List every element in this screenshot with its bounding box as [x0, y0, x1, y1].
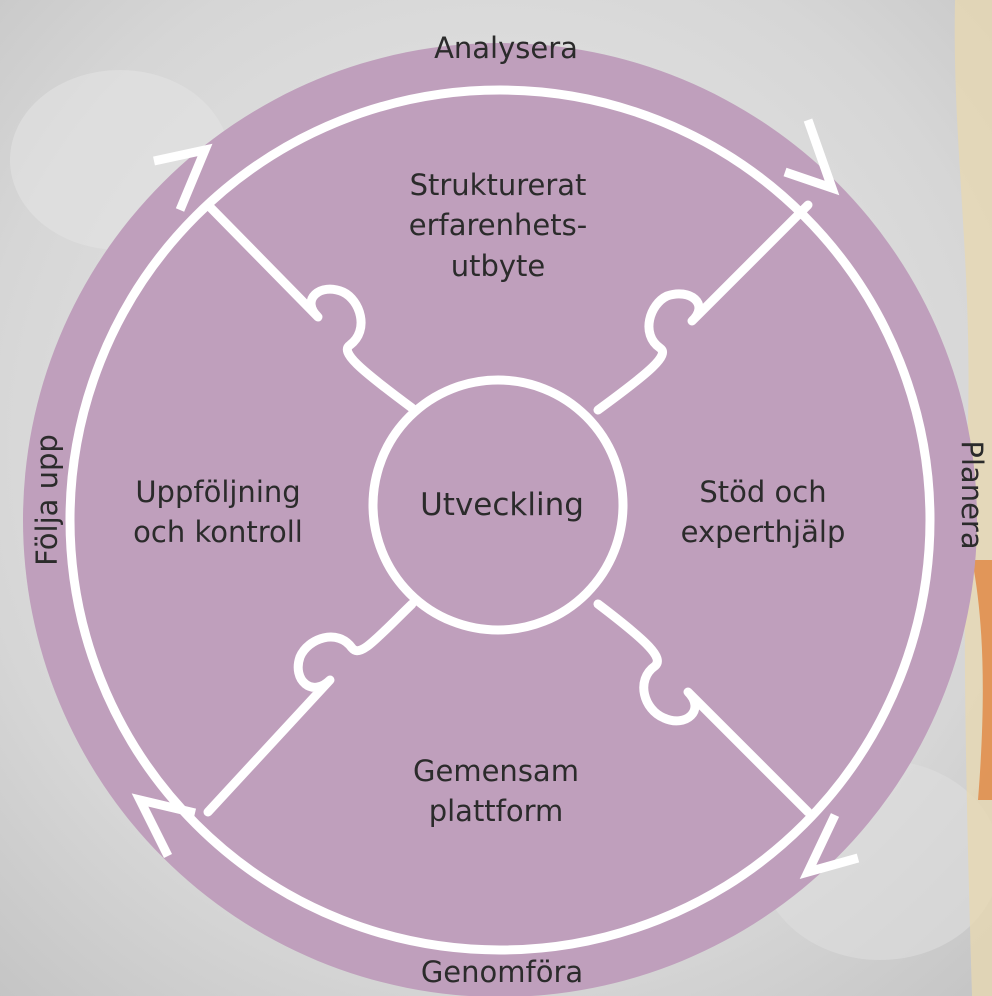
piece-top-line-1: Strukturerat	[410, 168, 587, 202]
piece-top: Strukturerat erfarenhets- utbyte	[409, 168, 587, 283]
divider-bottom-right	[593, 599, 813, 817]
piece-top-line-2: erfarenhets-	[409, 208, 587, 242]
piece-top-line-3: utbyte	[451, 249, 546, 283]
cycle-label-right: Planera	[955, 440, 989, 549]
arrow-bottom-right	[799, 813, 860, 879]
cycle-label-left: Följa upp	[30, 434, 64, 566]
piece-right-line-1: Stöd och	[699, 475, 826, 509]
puzzle-dividers	[203, 200, 813, 817]
divider-bottom-left	[203, 599, 417, 817]
center-label: Utveckling	[420, 487, 584, 523]
piece-left-line-2: och kontroll	[133, 515, 303, 549]
divider-top-left	[203, 200, 417, 413]
cycle-label-bottom: Genomföra	[421, 955, 583, 989]
divider-top-right	[593, 200, 813, 415]
center-circle	[368, 375, 628, 635]
piece-bottom-line-1: Gemensam	[413, 754, 579, 788]
piece-left-line-1: Uppföljning	[135, 475, 300, 509]
cycle-label-top: Analysera	[434, 31, 578, 65]
piece-right: Stöd och experthjälp	[681, 475, 846, 549]
piece-right-line-2: experthjälp	[681, 515, 846, 549]
inner-ring	[65, 85, 935, 955]
arrow-top-right	[783, 118, 840, 196]
piece-bottom-line-2: plattform	[429, 794, 564, 828]
arrow-top-left	[153, 143, 213, 212]
piece-left: Uppföljning och kontroll	[133, 475, 303, 549]
decorative-object	[972, 560, 992, 800]
piece-bottom: Gemensam plattform	[413, 754, 579, 828]
